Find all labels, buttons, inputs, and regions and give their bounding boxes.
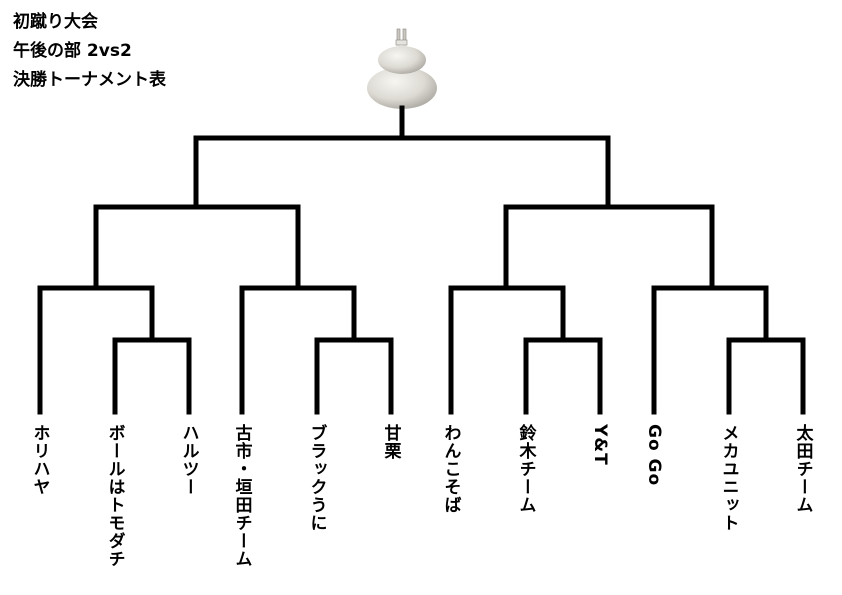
bracket-group-2 xyxy=(239,285,394,415)
team-name: Y&T xyxy=(590,424,610,466)
team-name: ボールはトモダチ xyxy=(104,424,125,568)
title-line-session: 午後の部 2vs2 xyxy=(13,41,132,61)
team-name: 鈴木チーム xyxy=(515,424,536,514)
team-name: ハルツー xyxy=(178,424,199,496)
bracket-semi-right xyxy=(503,204,715,291)
team-name: ブラックうに xyxy=(306,424,327,532)
bracket-lines xyxy=(37,105,806,415)
team-name: 古市・垣田チーム xyxy=(231,424,252,568)
title-line-bracket: 決勝トーナメント表 xyxy=(13,70,166,90)
team-name: 太田チーム xyxy=(792,424,813,514)
team-name: わんこそば xyxy=(440,424,461,514)
bracket-group-4 xyxy=(651,285,806,415)
team-name: Go Go xyxy=(644,424,664,487)
bracket-group-3 xyxy=(448,285,603,415)
bracket-semi-left xyxy=(93,204,301,291)
team-name: ホリハヤ xyxy=(29,424,50,496)
team-name: 甘栗 xyxy=(380,424,401,460)
title-line-event: 初蹴り大会 xyxy=(13,12,98,32)
kagami-mochi-trophy-icon xyxy=(367,28,437,109)
team-name: メカユニット xyxy=(718,424,739,532)
tournament-title: 初蹴り大会 午後の部 2vs2 決勝トーナメント表 xyxy=(13,8,166,95)
bracket-group-1 xyxy=(37,285,192,415)
bracket-final xyxy=(193,105,611,210)
